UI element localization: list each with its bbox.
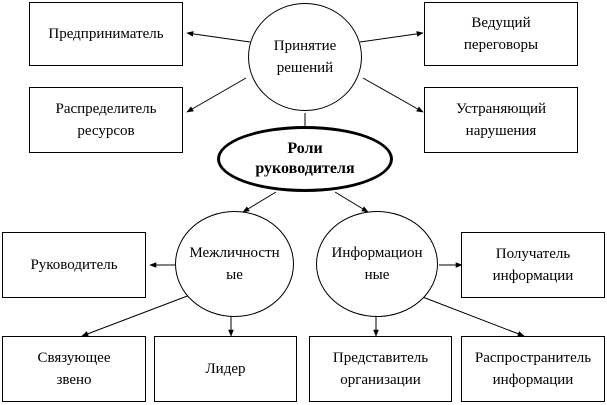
- node-disseminator-label: Распространитель информации: [474, 350, 592, 388]
- node-disturbance-handler-label: Устраняющий нарушения: [455, 101, 547, 139]
- node-leader: Лидер: [154, 336, 297, 402]
- node-liaison-label: Связующее звено: [37, 350, 111, 388]
- edge-decisions-negotiator: [359, 31, 424, 43]
- node-center: Роли руководителя: [217, 126, 393, 192]
- node-negotiator: Ведущий переговоры: [424, 2, 578, 66]
- node-spokesperson-label: Представитель организации: [332, 350, 429, 388]
- edge-center-informational: [334, 191, 369, 213]
- node-spokesperson: Представитель организации: [309, 336, 452, 402]
- node-informational: Информацион ные: [316, 211, 438, 317]
- node-interpersonal: Межличностн ые: [175, 211, 294, 317]
- node-figurehead-label: Руководитель: [30, 257, 118, 273]
- node-center-label: Роли руководителя: [255, 140, 355, 177]
- node-negotiator-label: Ведущий переговоры: [463, 15, 539, 53]
- node-monitor-label: Получатель информации: [492, 246, 574, 284]
- node-entrepreneur: Предприниматель: [29, 2, 183, 66]
- node-liaison: Связующее звено: [2, 336, 146, 402]
- edge-informational-disseminator: [419, 295, 525, 337]
- node-resource-allocator-label: Распределитель ресурсов: [55, 101, 157, 139]
- edge-decisions-entrepreneur: [186, 31, 251, 43]
- node-decisions: Принятие решений: [248, 3, 362, 111]
- node-decisions-label: Принятие решений: [273, 38, 337, 76]
- node-monitor: Получатель информации: [461, 232, 605, 298]
- node-interpersonal-label: Межличностн ые: [189, 245, 280, 283]
- node-leader-label: Лидер: [205, 361, 246, 377]
- edge-decisions-allocator: [186, 77, 247, 113]
- node-entrepreneur-label: Предприниматель: [48, 26, 164, 42]
- node-informational-label: Информацион ные: [331, 245, 423, 283]
- edge-decisions-handler: [362, 77, 424, 113]
- edge-interpersonal-liaison: [81, 294, 191, 337]
- node-figurehead: Руководитель: [2, 232, 146, 298]
- node-disturbance-handler: Устраняющий нарушения: [424, 87, 578, 153]
- edge-center-interpersonal: [242, 191, 277, 213]
- node-resource-allocator: Распределитель ресурсов: [29, 87, 183, 153]
- node-disseminator: Распространитель информации: [461, 336, 605, 402]
